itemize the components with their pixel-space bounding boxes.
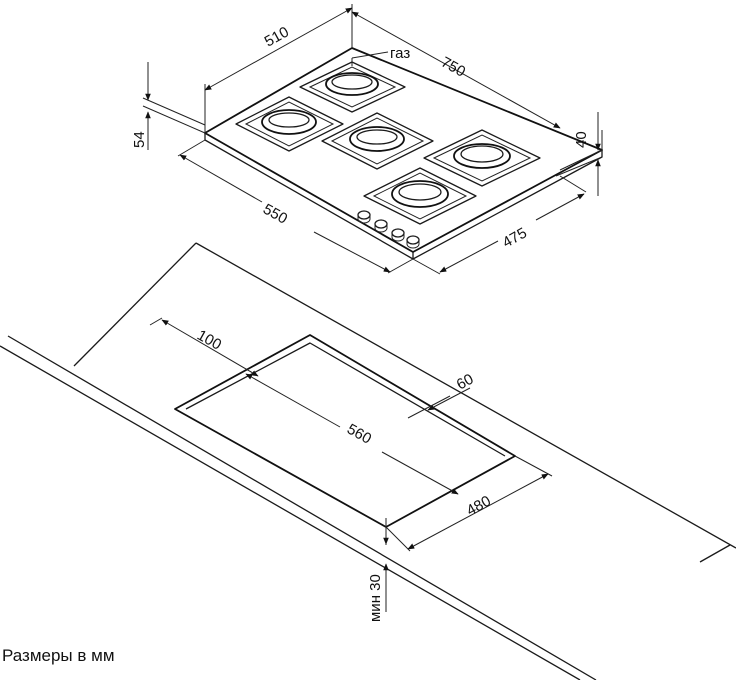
dim-480 — [385, 455, 553, 552]
label-510: 510 — [262, 23, 292, 50]
dim-750 — [351, 11, 603, 150]
units-caption: Размеры в мм — [2, 646, 115, 665]
label-750: 750 — [438, 54, 468, 81]
dim-550 — [177, 139, 414, 274]
cutout-opening — [174, 334, 516, 528]
gas-leader-line — [351, 51, 389, 59]
countertop-front-edge-bottom — [0, 345, 581, 680]
dim-475 — [412, 175, 587, 275]
label-550: 550 — [260, 201, 290, 228]
countertop-back-edge — [195, 242, 736, 549]
countertop-front-edge-top — [7, 335, 597, 680]
label-40: 40 — [573, 131, 590, 148]
label-100: 100 — [194, 327, 224, 354]
countertop-right-edge — [699, 544, 731, 563]
label-54: 54 — [131, 131, 148, 148]
label-gas: газ — [390, 45, 410, 62]
burner-front — [363, 167, 477, 225]
hob-front-edge — [204, 133, 603, 260]
dim-60 — [407, 387, 471, 419]
label-480: 480 — [464, 492, 494, 519]
control-knobs — [357, 210, 420, 249]
burner-left — [235, 96, 344, 152]
label-min-30: мин 30 — [367, 574, 384, 622]
dim-40 — [555, 112, 603, 196]
countertop-drawing — [0, 242, 736, 680]
hob-drawing — [142, 4, 603, 275]
label-475: 475 — [500, 224, 530, 251]
hob-top-plate — [204, 47, 603, 253]
countertop-left-edge — [73, 242, 197, 367]
dim-100 — [149, 317, 259, 377]
label-560: 560 — [344, 421, 374, 448]
label-60: 60 — [454, 371, 477, 394]
dim-54 — [142, 62, 206, 150]
burner-right — [423, 129, 541, 187]
